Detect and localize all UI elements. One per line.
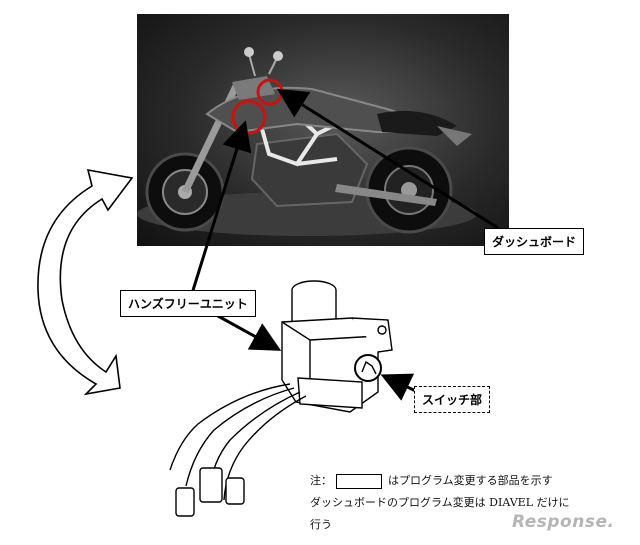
handsfree-unit-label: ハンズフリーユニット — [120, 290, 256, 317]
switch-pointer-arrow — [380, 373, 419, 401]
handsfree-to-unit-arrow — [217, 314, 282, 351]
handsfree-unit-drawing — [169, 280, 393, 517]
handsfree-pointer-arrow — [188, 120, 252, 301]
curved-transition-arrow — [37, 168, 134, 396]
dashboard-pointer-arrow — [276, 88, 499, 230]
note-line-2: ダッシュボードのプログラム変更は DIAVEL だけに — [310, 496, 570, 509]
note-prefix: 注： — [310, 474, 332, 487]
note-block: 注： はプログラム変更する部品を示す ダッシュボードのプログラム変更は DIAVE… — [310, 470, 570, 536]
motorcycle-photo — [137, 14, 509, 246]
motorcycle-illustration — [137, 47, 477, 236]
note-line-1-text: はプログラム変更する部品を示す — [388, 474, 553, 487]
note-line-3: 行う — [310, 518, 332, 531]
legend-box — [336, 473, 382, 489]
switch-part-label: スイッチ部 — [414, 386, 491, 413]
note-line-1: 注： はプログラム変更する部品を示す — [310, 470, 570, 492]
dashboard-label: ダッシュボード — [484, 228, 585, 255]
response-watermark: Response. — [512, 512, 615, 532]
